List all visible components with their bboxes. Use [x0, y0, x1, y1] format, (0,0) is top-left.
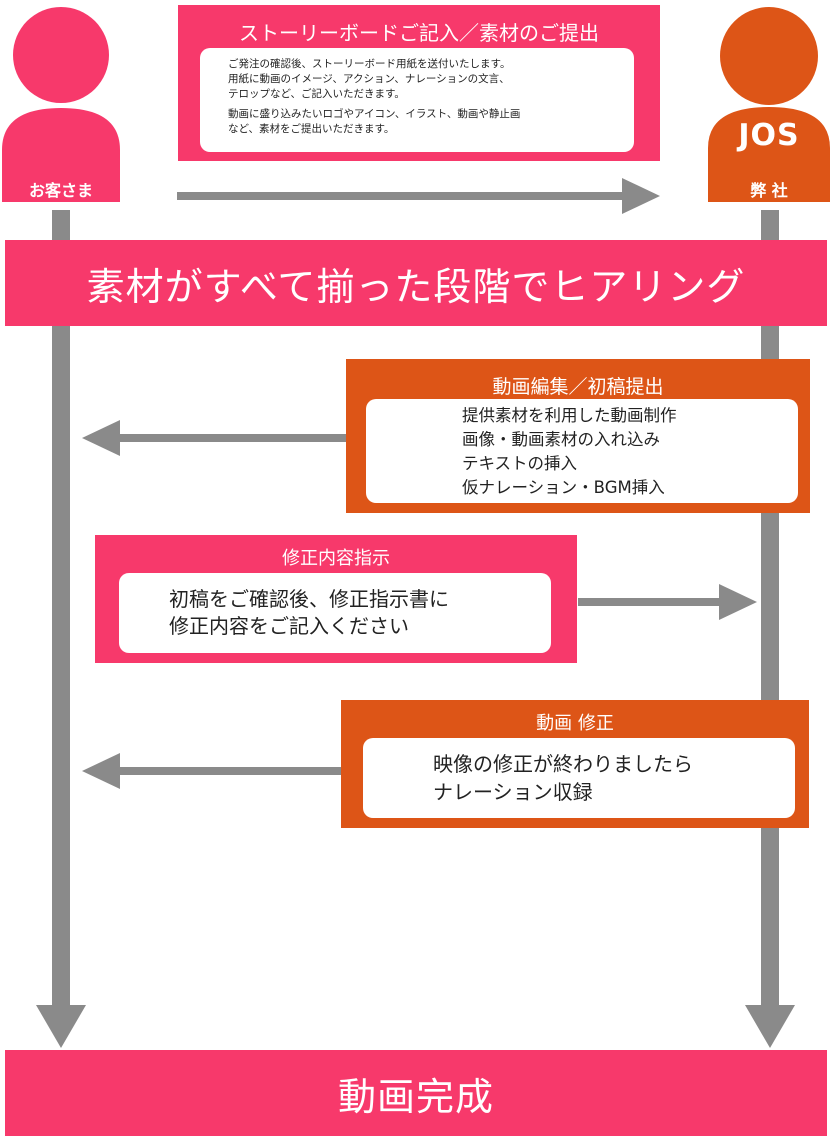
step-storyboard: ストーリーボードご記入／素材のご提出 ご発注の確認後、ストーリーボード用紙を送付… — [178, 5, 660, 161]
arrow-to-company-1-head — [622, 178, 660, 214]
step-first-draft: 動画編集／初稿提出 提供素材を利用した動画制作 画像・動画素材の入れ込み テキス… — [346, 359, 810, 513]
step-first-draft-title: 動画編集／初稿提出 — [492, 376, 664, 398]
company-logo-text: JOS — [738, 118, 800, 153]
video-revision-line: ナレーション収録 — [433, 780, 593, 804]
step-video-revision-title: 動画 修正 — [536, 713, 614, 734]
complete-banner: 動画完成 — [5, 1050, 827, 1136]
complete-banner-text: 動画完成 — [337, 1074, 494, 1119]
customer-label-text: お客さま — [28, 181, 93, 200]
step-storyboard-body: ご発注の確認後、ストーリーボード用紙を送付いたします。 用紙に動画のイメージ、ア… — [200, 48, 634, 152]
storyboard-line: など、素材をご提出いただきます。 — [228, 123, 395, 135]
hearing-banner-text: 素材がすべて揃った段階でヒアリング — [86, 264, 746, 309]
hearing-banner: 素材がすべて揃った段階でヒアリング — [5, 240, 827, 326]
arrow-to-customer-2 — [115, 767, 345, 775]
arrow-to-company-2 — [578, 598, 724, 606]
customer-timeline-arrowhead — [36, 1005, 86, 1048]
customer-person-icon — [2, 7, 120, 178]
company-person-icon — [708, 7, 830, 178]
company-timeline — [761, 210, 779, 1010]
storyboard-line: テロップなど、ご記入いただきます。 — [228, 88, 405, 100]
company-label: 弊 社 — [708, 176, 830, 202]
first-draft-line: 仮ナレーション・BGM挿入 — [462, 478, 665, 497]
step-revision-request-title: 修正内容指示 — [282, 548, 390, 569]
customer-timeline — [52, 210, 70, 1010]
arrow-to-customer-2-head — [82, 753, 120, 789]
step-storyboard-title: ストーリーボードご記入／素材のご提出 — [239, 21, 599, 45]
video-revision-line: 映像の修正が終わりましたら — [433, 752, 693, 776]
storyboard-line: ご発注の確認後、ストーリーボード用紙を送付いたします。 — [228, 58, 511, 70]
customer-label: お客さま — [2, 176, 120, 202]
step-first-draft-body: 提供素材を利用した動画制作 画像・動画素材の入れ込み テキストの挿入 仮ナレーシ… — [366, 399, 798, 503]
first-draft-line: 提供素材を利用した動画制作 — [462, 406, 677, 425]
arrow-to-company-2-head — [719, 584, 757, 620]
step-video-revision: 動画 修正 映像の修正が終わりましたら ナレーション収録 — [341, 700, 809, 828]
company-label-text: 弊 社 — [750, 181, 788, 200]
storyboard-line: 用紙に動画のイメージ、アクション、ナレーションの文言、 — [228, 73, 510, 85]
step-video-revision-body: 映像の修正が終わりましたら ナレーション収録 — [363, 738, 795, 818]
company-logo: JOS — [708, 118, 830, 153]
first-draft-line: 画像・動画素材の入れ込み — [462, 430, 660, 449]
storyboard-line: 動画に盛り込みたいロゴやアイコン、イラスト、動画や静止画 — [228, 108, 521, 120]
arrow-to-customer-1-head — [82, 420, 120, 456]
company-timeline-arrowhead — [745, 1005, 795, 1048]
step-revision-request-body: 初稿をご確認後、修正指示書に 修正内容をご記入ください — [119, 573, 551, 653]
arrow-to-customer-1 — [115, 434, 347, 442]
arrow-to-company-1 — [177, 192, 627, 200]
step-revision-request: 修正内容指示 初稿をご確認後、修正指示書に 修正内容をご記入ください — [95, 535, 577, 663]
revision-request-line: 初稿をご確認後、修正指示書に — [169, 587, 449, 611]
revision-request-line: 修正内容をご記入ください — [169, 614, 409, 638]
first-draft-line: テキストの挿入 — [462, 454, 578, 473]
